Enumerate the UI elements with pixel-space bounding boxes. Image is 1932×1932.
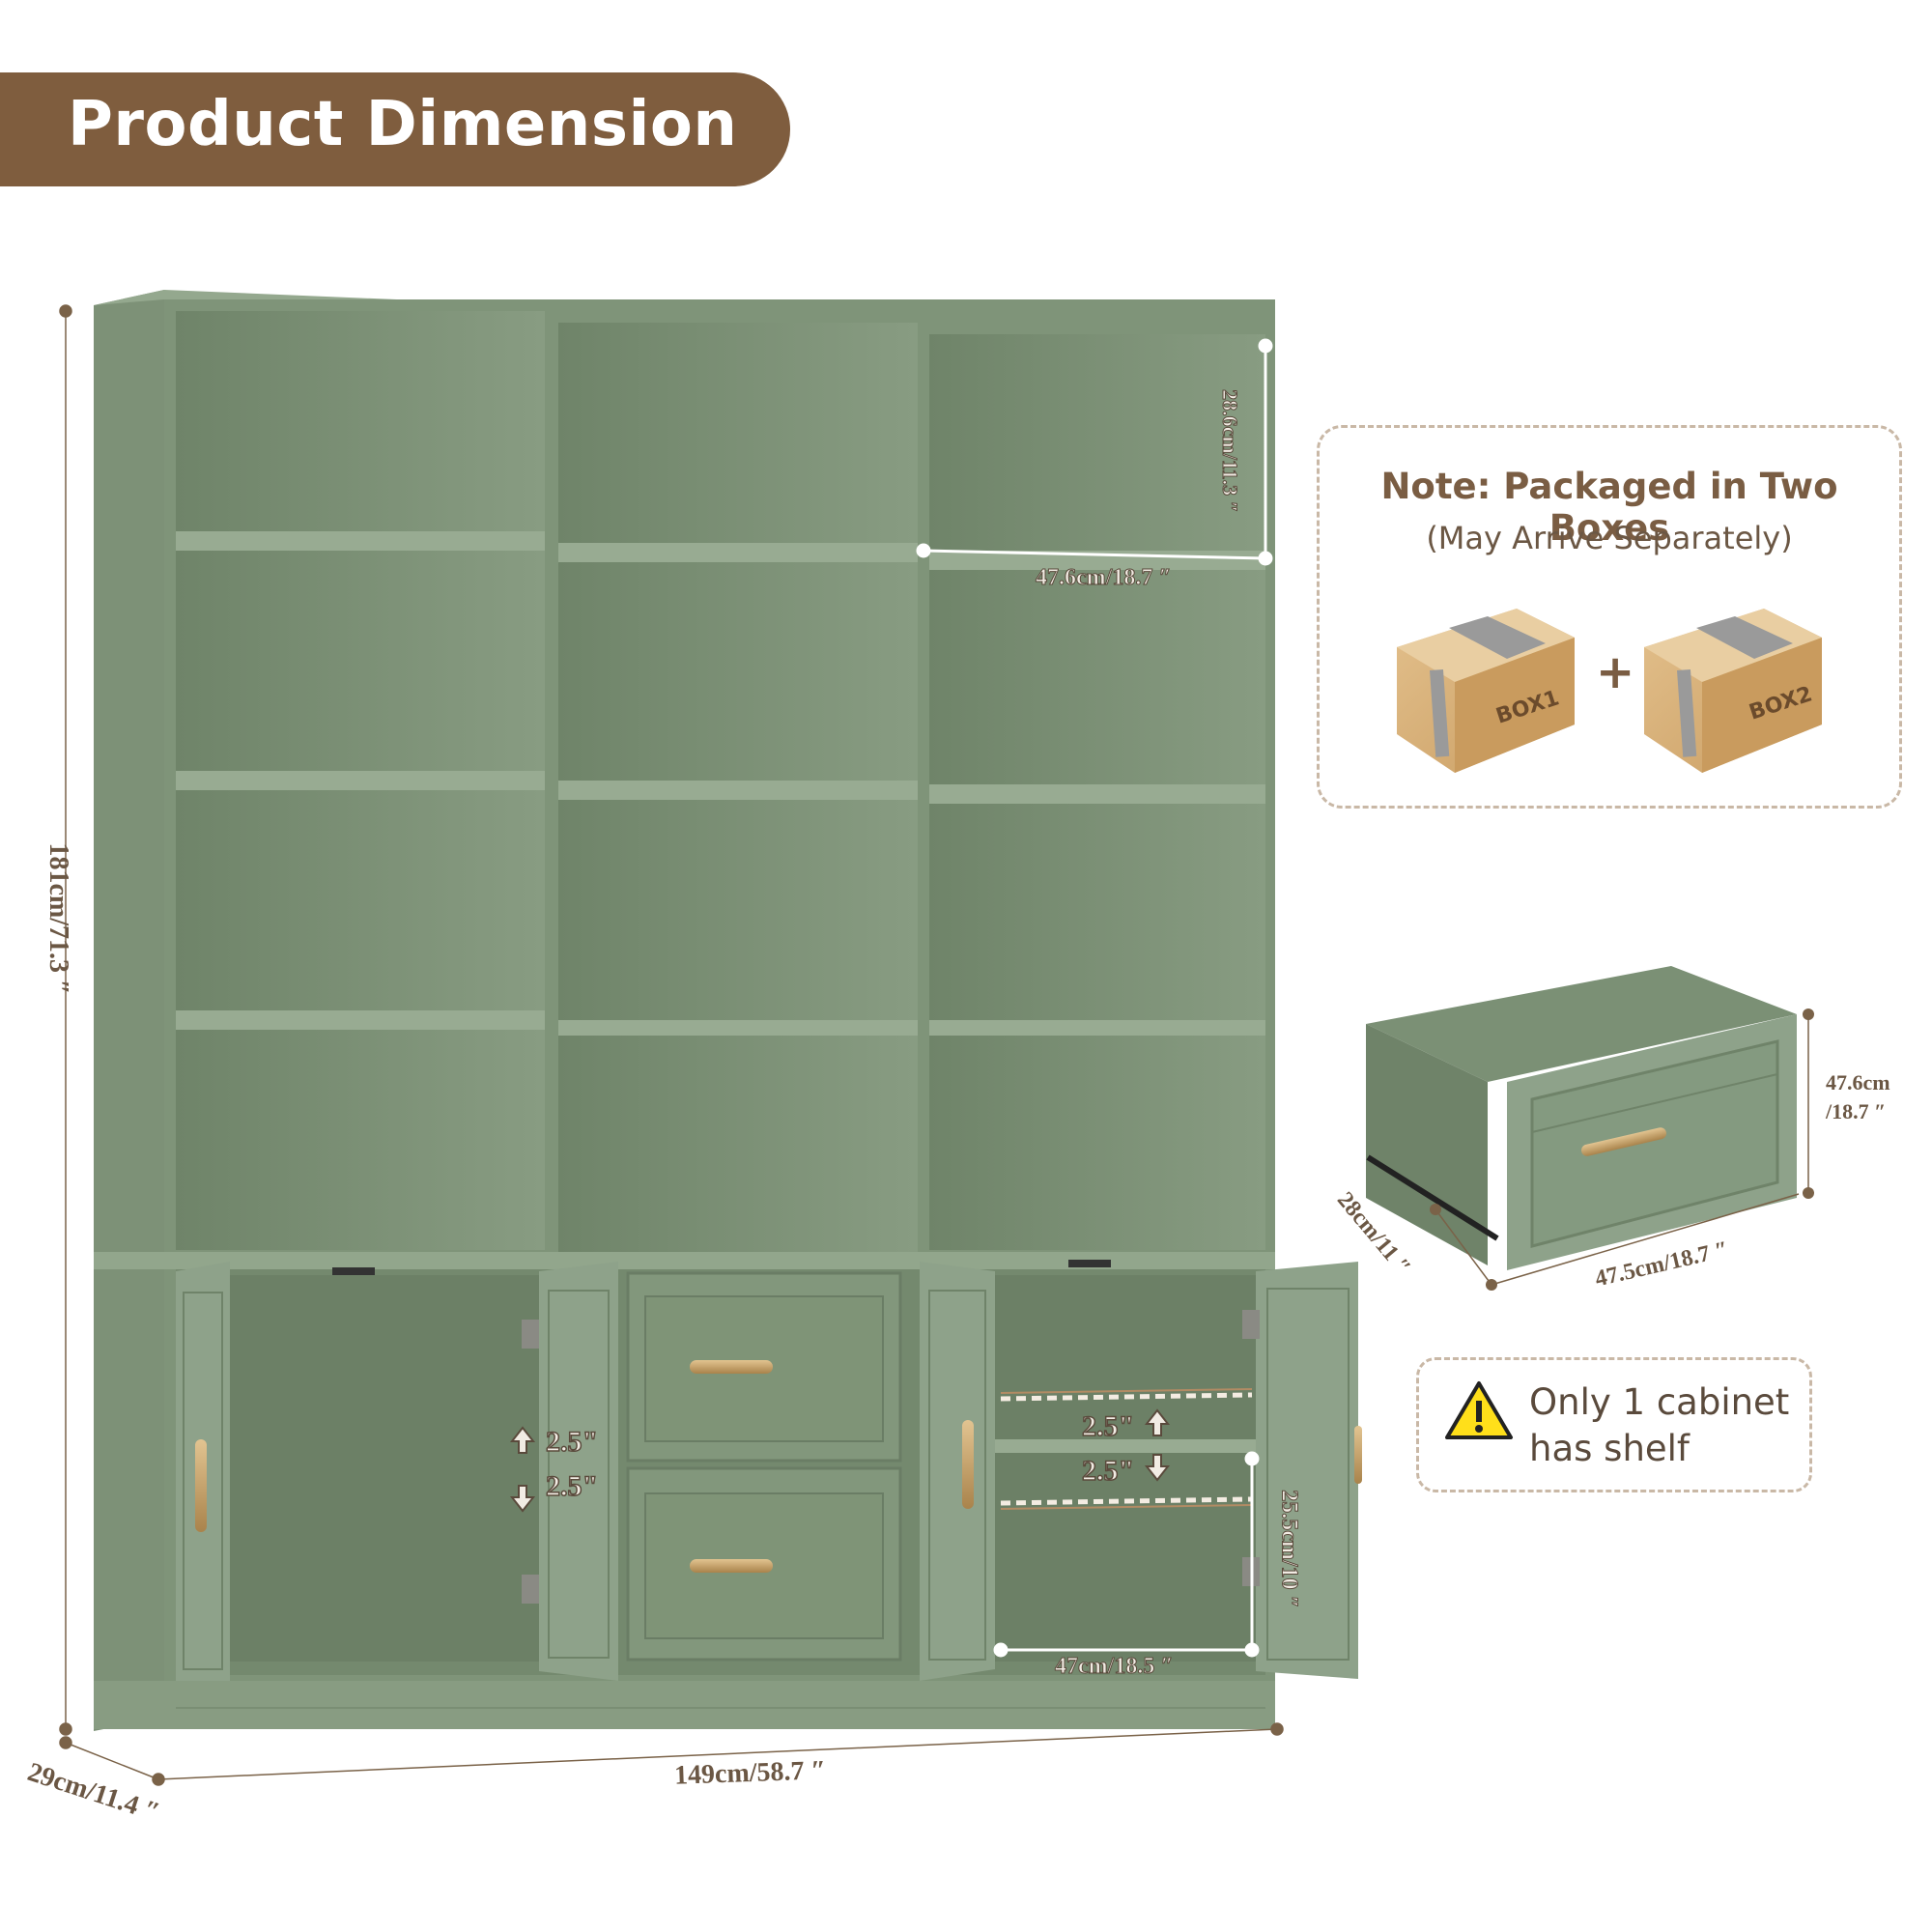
shelf-note-text: Only 1 cabinet has shelf <box>1529 1381 1790 1469</box>
cabinet-shelf <box>995 1439 1256 1453</box>
cabinet-height-label: 25.5cm/10 ″ <box>1276 1490 1302 1609</box>
box-icons <box>1397 609 1822 773</box>
drawer-height-in-label: /18.7 ″ <box>1826 1099 1887 1123</box>
side-panel <box>94 290 164 1731</box>
hinges <box>332 1260 1260 1604</box>
cube-height-label: 28.6cm/11.3 ″ <box>1218 389 1243 514</box>
shelf-down-label: 2.5" <box>545 1469 599 1503</box>
upper-cubes <box>176 311 1265 1252</box>
page-title: Product Dimension <box>68 89 738 160</box>
shelf-up-label: 2.5" <box>545 1425 599 1459</box>
cabinet-top <box>94 1252 1275 1269</box>
cabinet-doors <box>176 1262 1362 1692</box>
packaging-note <box>1317 425 1902 809</box>
cabinet-shelf-down-label: 2.5" <box>1081 1454 1135 1488</box>
base <box>94 1681 1275 1729</box>
note-subtitle: (May Arrive Separately) <box>1426 520 1793 556</box>
warning-icon <box>1445 1381 1513 1439</box>
arrow-icons <box>509 1408 1171 1513</box>
drawer-illustration <box>1366 966 1814 1291</box>
left-cabinet-interior <box>230 1275 539 1662</box>
cabinet-width-label: 47cm/18.5 ″ <box>1055 1654 1175 1680</box>
cabinet-shelf-up-label: 2.5" <box>1081 1409 1135 1443</box>
shelf-adjust-lines <box>1000 1392 1253 1506</box>
shelf-note-box <box>1416 1357 1812 1492</box>
center-drawers <box>626 1271 902 1662</box>
note-title: Note: Packaged in Two Boxes <box>1380 466 1838 549</box>
height-label: 181cm/71.3 ″ <box>43 842 73 995</box>
box-icon <box>1644 609 1822 773</box>
title-banner <box>0 72 790 186</box>
box-icon <box>1397 609 1575 773</box>
right-cabinet-interior <box>995 1275 1256 1662</box>
plus-sign: + <box>1596 645 1635 699</box>
dimension-lines <box>59 304 1284 1786</box>
drawer-height-label: 47.6cm <box>1826 1070 1890 1094</box>
width-label: 149cm/58.7 ″ <box>673 1755 827 1791</box>
cube-width-label: 47.6cm/18.7 ″ <box>1036 565 1173 591</box>
